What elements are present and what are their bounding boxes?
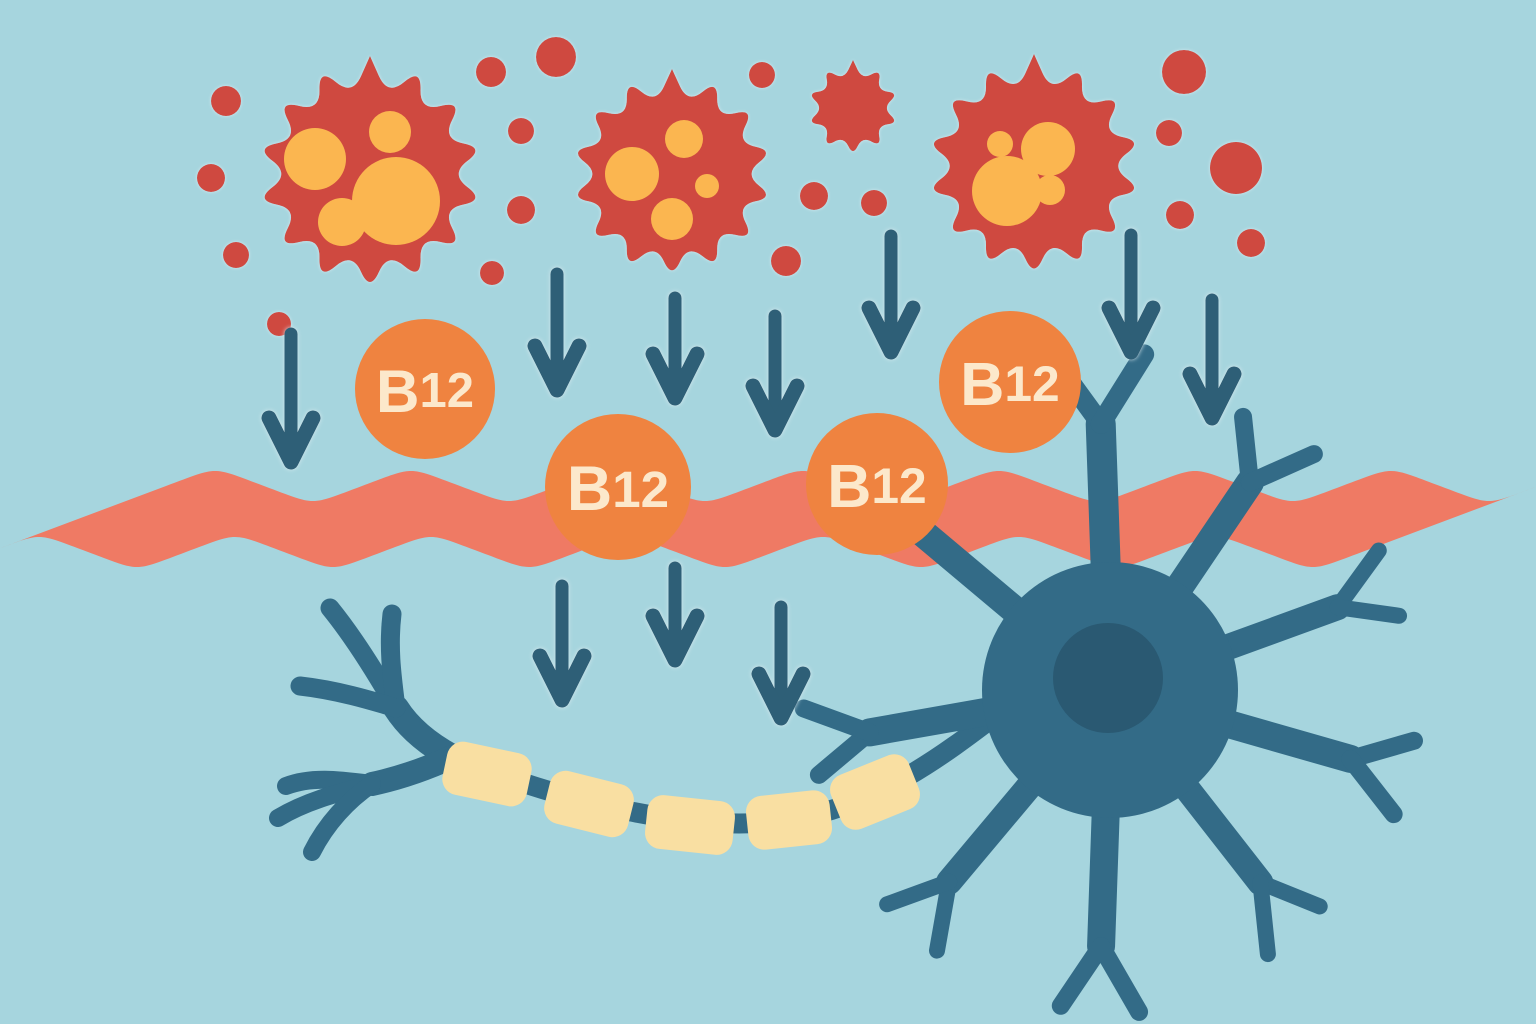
neuron-dendrite-5-sub-2	[1252, 874, 1276, 963]
b12-molecule: B12	[806, 413, 948, 555]
arrow-a5-head	[861, 300, 921, 360]
spiky-cell-granule-1	[605, 147, 659, 201]
cell-membrane-layer	[0, 471, 1536, 567]
myelin-sheath-segment-5	[830, 754, 920, 830]
spiky-cell	[933, 54, 1135, 269]
neuron-dendrite-3-sub-2	[1329, 599, 1408, 624]
spiky-cell-granule-3	[695, 174, 719, 198]
myelin-sheath-segment-1	[442, 741, 532, 807]
arrow-b1	[532, 579, 592, 708]
arrow-b1-head	[532, 648, 592, 708]
neuron-nucleus	[1053, 623, 1163, 733]
b12-circle	[806, 413, 948, 555]
free-particle-2	[197, 164, 225, 192]
b12-molecule: B12	[545, 414, 691, 560]
free-particle-13	[800, 182, 828, 210]
direction-arrows-layer	[261, 228, 1242, 726]
dendrite-branch	[290, 676, 406, 718]
arrow-a1-head	[261, 410, 321, 470]
free-particle-14	[861, 190, 887, 216]
arrow-a7	[1182, 293, 1242, 426]
arrow-a3-head	[645, 346, 705, 406]
arrow-a7-head	[1182, 366, 1242, 426]
free-particle-15	[1162, 50, 1206, 94]
neuron-dendrite-2-sub-2	[1240, 445, 1323, 492]
spiky-cell-granule-4	[1035, 175, 1065, 205]
free-particle-16	[1156, 120, 1182, 146]
free-particle-5	[476, 57, 506, 87]
spiky-cell-granule-2	[665, 120, 703, 158]
spiky-cell-granule-2	[1021, 122, 1075, 176]
b12-circle	[545, 414, 691, 560]
free-particle-8	[507, 196, 535, 224]
spiky-cell-granule-3	[972, 156, 1042, 226]
dendrite-branch	[303, 775, 381, 861]
free-particle-19	[1237, 229, 1265, 257]
arrow-b3	[751, 600, 811, 726]
spiky-cell	[811, 60, 895, 152]
spiky-cells-layer	[264, 54, 1135, 282]
b12-circle	[939, 311, 1081, 453]
wavy-cell-membrane	[0, 471, 1536, 567]
arrow-a1	[261, 327, 321, 470]
free-particle-11	[749, 62, 775, 88]
neuron-dendrite-4-sub-2	[1341, 749, 1403, 824]
neuron-dendrite-7-sub-2	[879, 873, 958, 913]
neuron-dendrite-8-sub-1	[809, 723, 879, 784]
neuron-dendrite-6-sub-1	[1092, 937, 1149, 1021]
arrow-a2-head	[527, 338, 587, 398]
myelin-sheath-segment-4	[745, 790, 833, 850]
arrow-a4	[745, 309, 805, 438]
neuron-dendrite-2-sub-1	[1234, 407, 1259, 492]
myelin-sheath-segment-3	[645, 795, 735, 855]
arrow-a2	[527, 267, 587, 398]
myelin-sheath-segment-2	[544, 770, 634, 838]
spiky-cell-granule-4	[318, 198, 366, 246]
free-particle-4	[267, 312, 291, 336]
neuron-dendrite-4-sub-1	[1341, 731, 1423, 768]
free-particle-6	[508, 118, 534, 144]
neuron-dendrite-1-sub-2	[1090, 344, 1155, 434]
free-particle-17	[1210, 142, 1262, 194]
spiky-cell-body	[578, 69, 766, 271]
spiky-cell-body	[811, 60, 895, 152]
neuron-layer	[269, 344, 1423, 1021]
neuron-dendrite-3-sub-1	[1329, 542, 1387, 616]
arrow-a4-head	[745, 378, 805, 438]
free-particle-3	[223, 242, 249, 268]
b12-circle	[355, 319, 495, 459]
arrow-b3-head	[751, 666, 811, 726]
free-particle-1	[211, 86, 241, 116]
b12-molecule: B12	[939, 311, 1081, 453]
spiky-cell	[264, 56, 476, 282]
arrow-b2-head	[645, 608, 705, 668]
free-particle-12	[771, 246, 801, 276]
neuron-dendrite-8-sub-2	[794, 699, 879, 742]
spiky-cell-granule-1	[284, 128, 346, 190]
arrow-a6	[1101, 228, 1161, 360]
arrow-b2	[645, 561, 705, 668]
dendrite-branch	[380, 604, 406, 718]
spiky-cell-granule-4	[651, 198, 693, 240]
free-particles-layer	[197, 37, 1265, 336]
neuron-dendrite-5-sub-1	[1252, 874, 1328, 915]
arrow-a3	[645, 291, 705, 406]
spiky-cell-granule-2	[369, 111, 411, 153]
spiky-cell	[578, 69, 766, 271]
spiky-cell-granule-1	[987, 131, 1013, 157]
b12-molecule: B12	[355, 319, 495, 459]
free-particle-9	[480, 261, 504, 285]
arrow-a5	[861, 229, 921, 360]
free-particle-7	[536, 37, 576, 77]
free-particle-18	[1166, 201, 1194, 229]
spiky-cell-granule-3	[352, 157, 440, 245]
neuron-dendrite-7-sub-1	[928, 873, 958, 959]
neuron-dendrite-6-sub-2	[1051, 937, 1111, 1015]
arrow-a6-head	[1101, 300, 1161, 360]
